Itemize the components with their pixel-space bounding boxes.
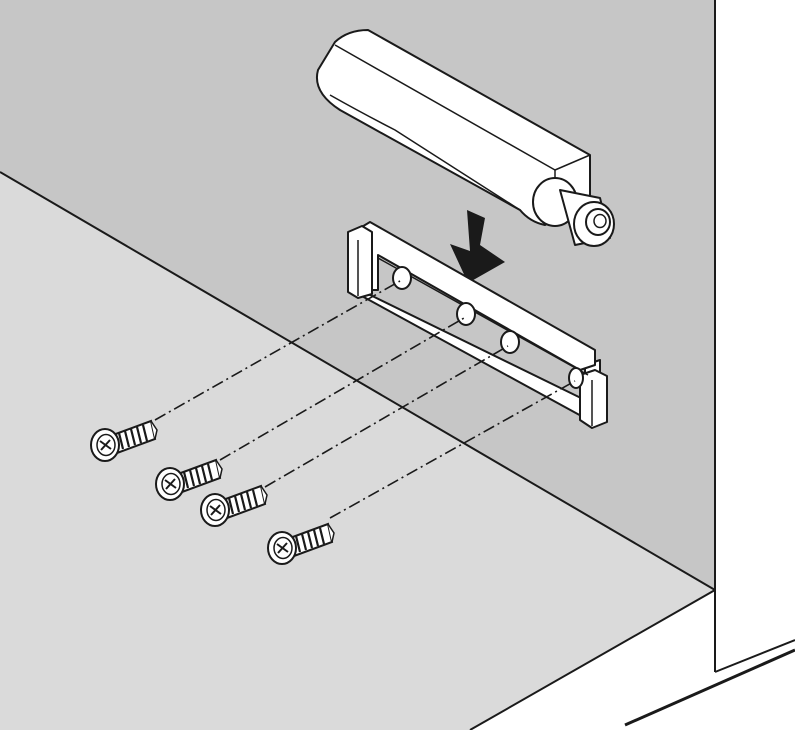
- screw-icon: [200, 484, 268, 527]
- guide-line: [154, 280, 401, 421]
- guide-line: [329, 380, 576, 519]
- down-arrow-icon: [450, 210, 505, 283]
- screw-hole: [500, 330, 520, 354]
- guide-line: [264, 345, 509, 488]
- floor-front-edge: [469, 589, 716, 730]
- panel-floor-line: [624, 648, 795, 727]
- guide-line: [219, 317, 465, 461]
- cabinet-floor: [0, 172, 715, 730]
- screw-hole: [568, 367, 584, 389]
- screw-icon: [267, 522, 335, 565]
- wall-floor-edge: [0, 171, 716, 591]
- screw-hole: [392, 266, 412, 290]
- mounting-plate: [347, 221, 608, 429]
- side-panel: [715, 0, 795, 672]
- plate-screw-holes: [392, 266, 584, 389]
- push-latch: [316, 29, 615, 247]
- screw-icon: [90, 419, 158, 462]
- screw-icon: [155, 458, 223, 501]
- screw-guide-lines: [154, 280, 576, 519]
- panel-bottom-edge: [714, 639, 795, 673]
- screw-hole: [456, 302, 476, 326]
